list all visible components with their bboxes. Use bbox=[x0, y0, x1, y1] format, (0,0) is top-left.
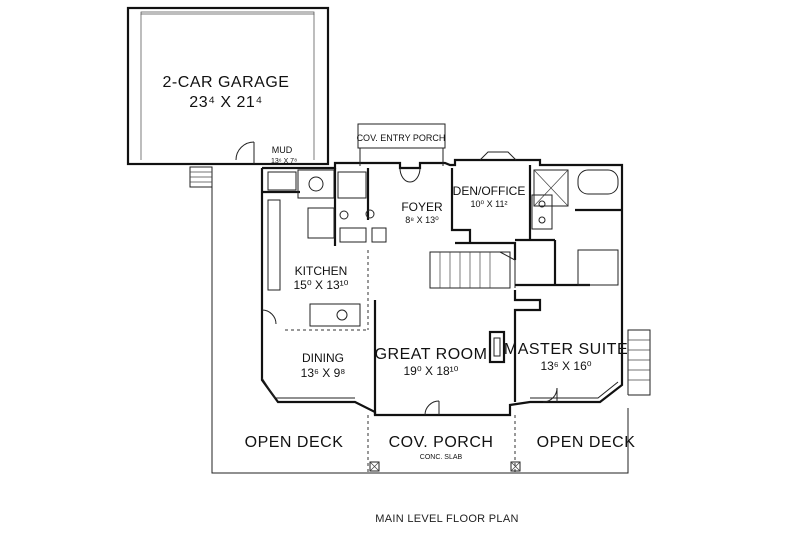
great-room-name: GREAT ROOM bbox=[375, 346, 488, 363]
cov-porch-note: CONC. SLAB bbox=[420, 454, 463, 461]
den-size: 10⁰ X 11² bbox=[471, 199, 508, 209]
garage-name: 2-CAR GARAGE bbox=[163, 74, 290, 91]
interior-walls bbox=[261, 165, 622, 416]
foyer-name: FOYER bbox=[401, 200, 443, 214]
foyer-size: 8⁸ X 13⁰ bbox=[405, 215, 439, 225]
entry-porch-name: COV. ENTRY PORCH bbox=[357, 133, 446, 143]
mud-size: 13⁶ X 7⁸ bbox=[271, 158, 297, 165]
dining-name: DINING bbox=[302, 351, 344, 365]
side-steps bbox=[189, 166, 213, 188]
great-room-size: 19⁰ X 18¹⁰ bbox=[404, 364, 459, 378]
master-suite-size: 13⁶ X 16⁰ bbox=[540, 359, 591, 373]
kitchen-size: 15⁰ X 13¹⁰ bbox=[294, 278, 349, 292]
deck-outline bbox=[211, 187, 651, 474]
cov-porch-name: COV. PORCH bbox=[389, 434, 494, 451]
garage-block: 2-CAR GARAGE 23⁴ X 21⁴ bbox=[126, 6, 330, 166]
open-deck-right-name: OPEN DECK bbox=[537, 434, 636, 451]
room-labels: MUD 13⁶ X 7⁸ FOYER 8⁸ X 13⁰ DEN/OFFICE 1… bbox=[245, 145, 636, 461]
open-deck-left-name: OPEN DECK bbox=[245, 434, 344, 451]
garage-size: 23⁴ X 21⁴ bbox=[189, 94, 262, 111]
kitchen-name: KITCHEN bbox=[295, 264, 348, 278]
den-name: DEN/OFFICE bbox=[453, 184, 526, 198]
mud-name: MUD bbox=[272, 145, 293, 155]
plan-caption: MAIN LEVEL FLOOR PLAN bbox=[375, 513, 518, 525]
dining-size: 13⁶ X 9⁸ bbox=[301, 366, 346, 380]
master-suite-name: MASTER SUITE bbox=[504, 341, 628, 358]
